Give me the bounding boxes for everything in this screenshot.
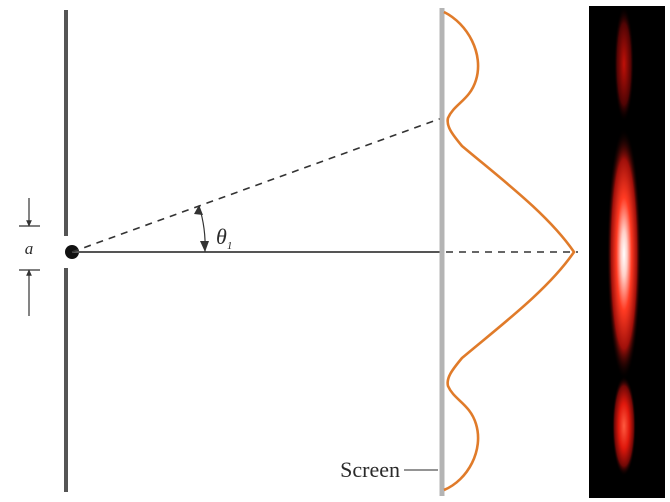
angle-label: θ1 xyxy=(216,224,232,252)
first-minimum-ray xyxy=(71,117,443,253)
angle-arc xyxy=(194,205,209,253)
pattern-upper-fringe xyxy=(614,6,634,122)
angle-symbol: θ xyxy=(216,224,227,249)
slit-width-label: a xyxy=(25,239,34,258)
pattern-lower-fringe xyxy=(612,376,636,476)
diffraction-pattern xyxy=(589,6,665,498)
angle-subscript: 1 xyxy=(227,240,233,252)
pattern-central-fringe xyxy=(607,128,641,380)
slit-width-indicator xyxy=(19,198,40,316)
screen-label: Screen xyxy=(340,457,400,482)
intensity-curve xyxy=(443,10,576,492)
